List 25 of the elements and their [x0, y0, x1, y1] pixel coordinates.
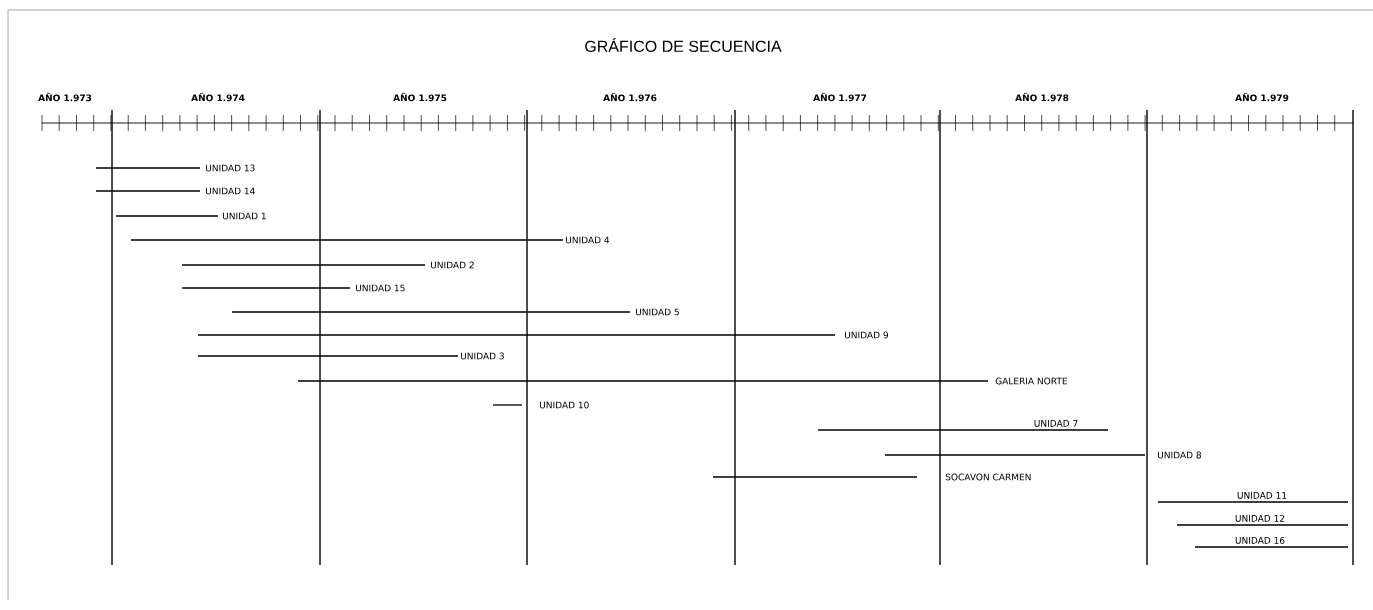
- bar-label: GALERIA NORTE: [995, 377, 1067, 385]
- bar-label: SOCAVON CARMEN: [945, 473, 1031, 481]
- year-label: AÑO 1.974: [191, 92, 245, 102]
- bar-label: UNIDAD 4: [566, 236, 610, 244]
- bar-label: UNIDAD 3: [461, 352, 504, 360]
- year-label: AÑO 1.973: [38, 92, 92, 102]
- bar-label: UNIDAD 12: [1235, 515, 1285, 522]
- bar-label: UNIDAD 16: [1235, 537, 1285, 544]
- bar-label: UNIDAD 15: [356, 284, 405, 292]
- bar-label: UNIDAD 10: [540, 401, 589, 409]
- bar-label: UNIDAD 5: [636, 308, 679, 316]
- year-label: AÑO 1.975: [393, 92, 447, 102]
- title: GRÁFICO DE SECUENCIA: [585, 37, 782, 52]
- bar-label: UNIDAD 9: [845, 331, 888, 339]
- bar-label: UNIDAD 2: [431, 261, 474, 269]
- year-label: AÑO 1.977: [813, 92, 867, 102]
- year-label: AÑO 1.976: [603, 92, 657, 102]
- bar-label: UNIDAD 1: [223, 212, 266, 220]
- bar-label: UNIDAD 7: [1034, 420, 1078, 427]
- bar-label: UNIDAD 13: [206, 164, 255, 172]
- year-label: AÑO 1.978: [1015, 92, 1069, 102]
- bar-label: UNIDAD 11: [1237, 492, 1287, 499]
- bar-label: UNIDAD 8: [1158, 451, 1201, 459]
- bar-label: UNIDAD 14: [206, 187, 255, 195]
- year-label: AÑO 1.979: [1235, 92, 1289, 102]
